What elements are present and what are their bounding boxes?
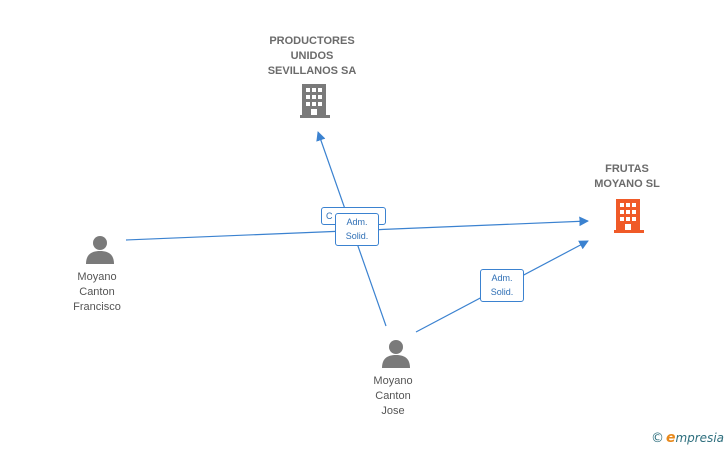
empresia-watermark: ©empresia (651, 430, 724, 446)
edge-label-jose-productores: Adm. Solid. (335, 213, 379, 246)
brand-initial: e (665, 430, 676, 446)
person-icon[interactable] (86, 236, 114, 264)
company-label-productores[interactable]: PRODUCTORES UNIDOS SEVILLANOS SA (267, 35, 357, 77)
company-label-frutas[interactable]: FRUTAS MOYANO SL (594, 163, 660, 190)
person-icon[interactable] (382, 340, 410, 368)
copyright-symbol: © (650, 431, 664, 446)
person-label-jose[interactable]: Moyano Canton Jose (373, 375, 413, 417)
brand-name: mpresia (675, 431, 724, 445)
building-icon[interactable] (614, 199, 644, 233)
edge-label-jose-frutas: Adm. Solid. (480, 269, 524, 302)
building-icon[interactable] (300, 84, 330, 118)
person-label-francisco[interactable]: Moyano Canton Francisco (73, 271, 121, 313)
